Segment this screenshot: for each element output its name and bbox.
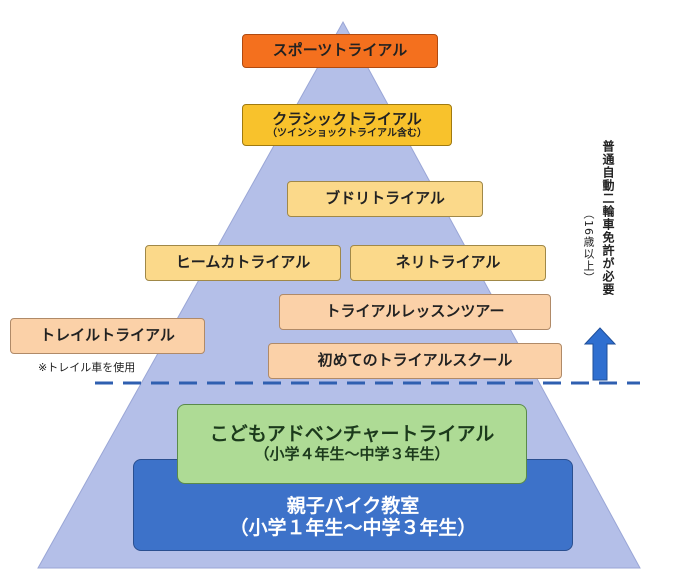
up-arrow-icon: [583, 327, 617, 381]
license-age-line: （16歳以上）: [582, 208, 595, 284]
sport-trial-box: スポーツトライアル: [242, 34, 438, 68]
first-school-label: 初めてのトライアルスクール: [317, 351, 513, 370]
classic-trial-sublabel: （ツインショックトライアル含む）: [267, 127, 427, 139]
parent-child-label: 親子バイク教室: [286, 495, 420, 518]
first-school-box: 初めてのトライアルスクール: [268, 343, 562, 379]
kids-adventure-label: こどもアドベンチャートライアル: [209, 423, 495, 446]
license-required-note: 普通自動二輪車免許が必要: [600, 140, 617, 296]
neri-trial-label: ネリトライアル: [395, 253, 501, 272]
trail-trial-note: ※トレイル車を使用: [38, 361, 136, 374]
kids-adventure-sublabel: （小学４年生～中学３年生）: [254, 445, 450, 464]
budori-trial-box: ブドリトライアル: [287, 181, 483, 217]
parent-child-sublabel: （小学１年生～中学３年生）: [229, 517, 477, 539]
neri-trial-box: ネリトライアル: [350, 245, 546, 281]
heemuka-trial-box: ヒームカトライアル: [145, 245, 341, 281]
lesson-tour-box: トライアルレッスンツアー: [279, 294, 551, 330]
classic-trial-label: クラシックトライアル: [272, 109, 422, 128]
classic-trial-box: クラシックトライアル （ツインショックトライアル含む）: [242, 104, 452, 146]
license-age-note: （16歳以上）: [580, 208, 596, 284]
trail-trial-box: トレイルトライアル: [10, 318, 205, 354]
lesson-tour-label: トライアルレッスンツアー: [325, 302, 505, 321]
budori-trial-label: ブドリトライアル: [325, 189, 445, 208]
license-required-line1: 普通自動二輪車免許が必要: [601, 140, 615, 296]
kids-adventure-box: こどもアドベンチャートライアル （小学４年生～中学３年生）: [177, 404, 527, 484]
trail-trial-label: トレイルトライアル: [40, 326, 175, 345]
heemuka-trial-label: ヒームカトライアル: [175, 253, 311, 272]
sport-trial-label: スポーツトライアル: [272, 41, 408, 60]
